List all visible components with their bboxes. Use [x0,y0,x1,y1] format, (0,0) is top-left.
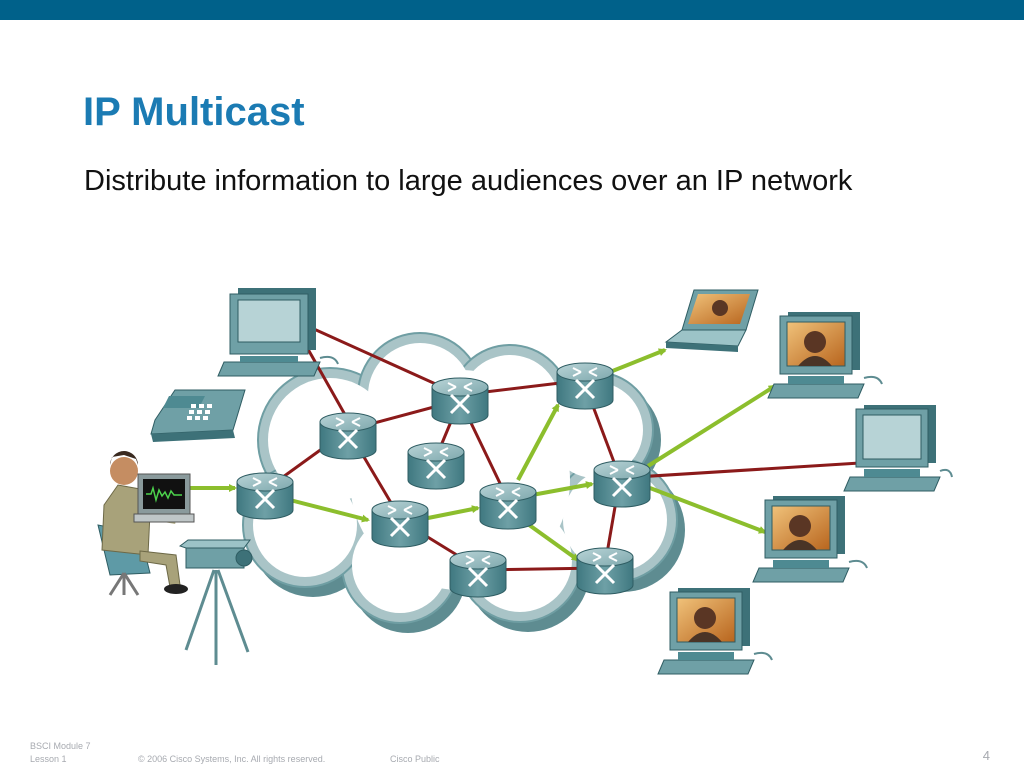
presenter-monitor-icon [133,473,195,523]
router-icon [431,377,489,425]
video-camera-icon [178,539,253,665]
ip-phone-icon [150,389,246,442]
brand-bar [0,0,1024,20]
router-icon [371,500,429,548]
laptop-icon [664,289,759,352]
router-icon [407,442,465,490]
router-icon [449,550,507,598]
router-icon [593,460,651,508]
presenter-icon [97,451,188,596]
pc-icon [767,312,883,399]
footer-module: BSCI Module 7 [30,741,91,751]
slide-bullet: Distribute information to large audience… [84,165,853,197]
router-icon [576,547,634,595]
router-icon [319,412,377,460]
page-number: 4 [982,748,990,763]
pc-icon [657,588,773,675]
multicast-flow-arrows [187,348,777,562]
footer-lesson: Lesson 1 [30,754,67,764]
router-icon [479,482,537,530]
footer-classification: Cisco Public [390,754,440,764]
router-icon [236,472,294,520]
slide-title: IP Multicast [83,90,305,134]
pc-icon [752,496,868,583]
pc-icon [217,288,339,377]
router-icon [556,362,614,410]
footer-copyright: © 2006 Cisco Systems, Inc. All rights re… [138,754,326,764]
pc-icon [843,405,953,492]
